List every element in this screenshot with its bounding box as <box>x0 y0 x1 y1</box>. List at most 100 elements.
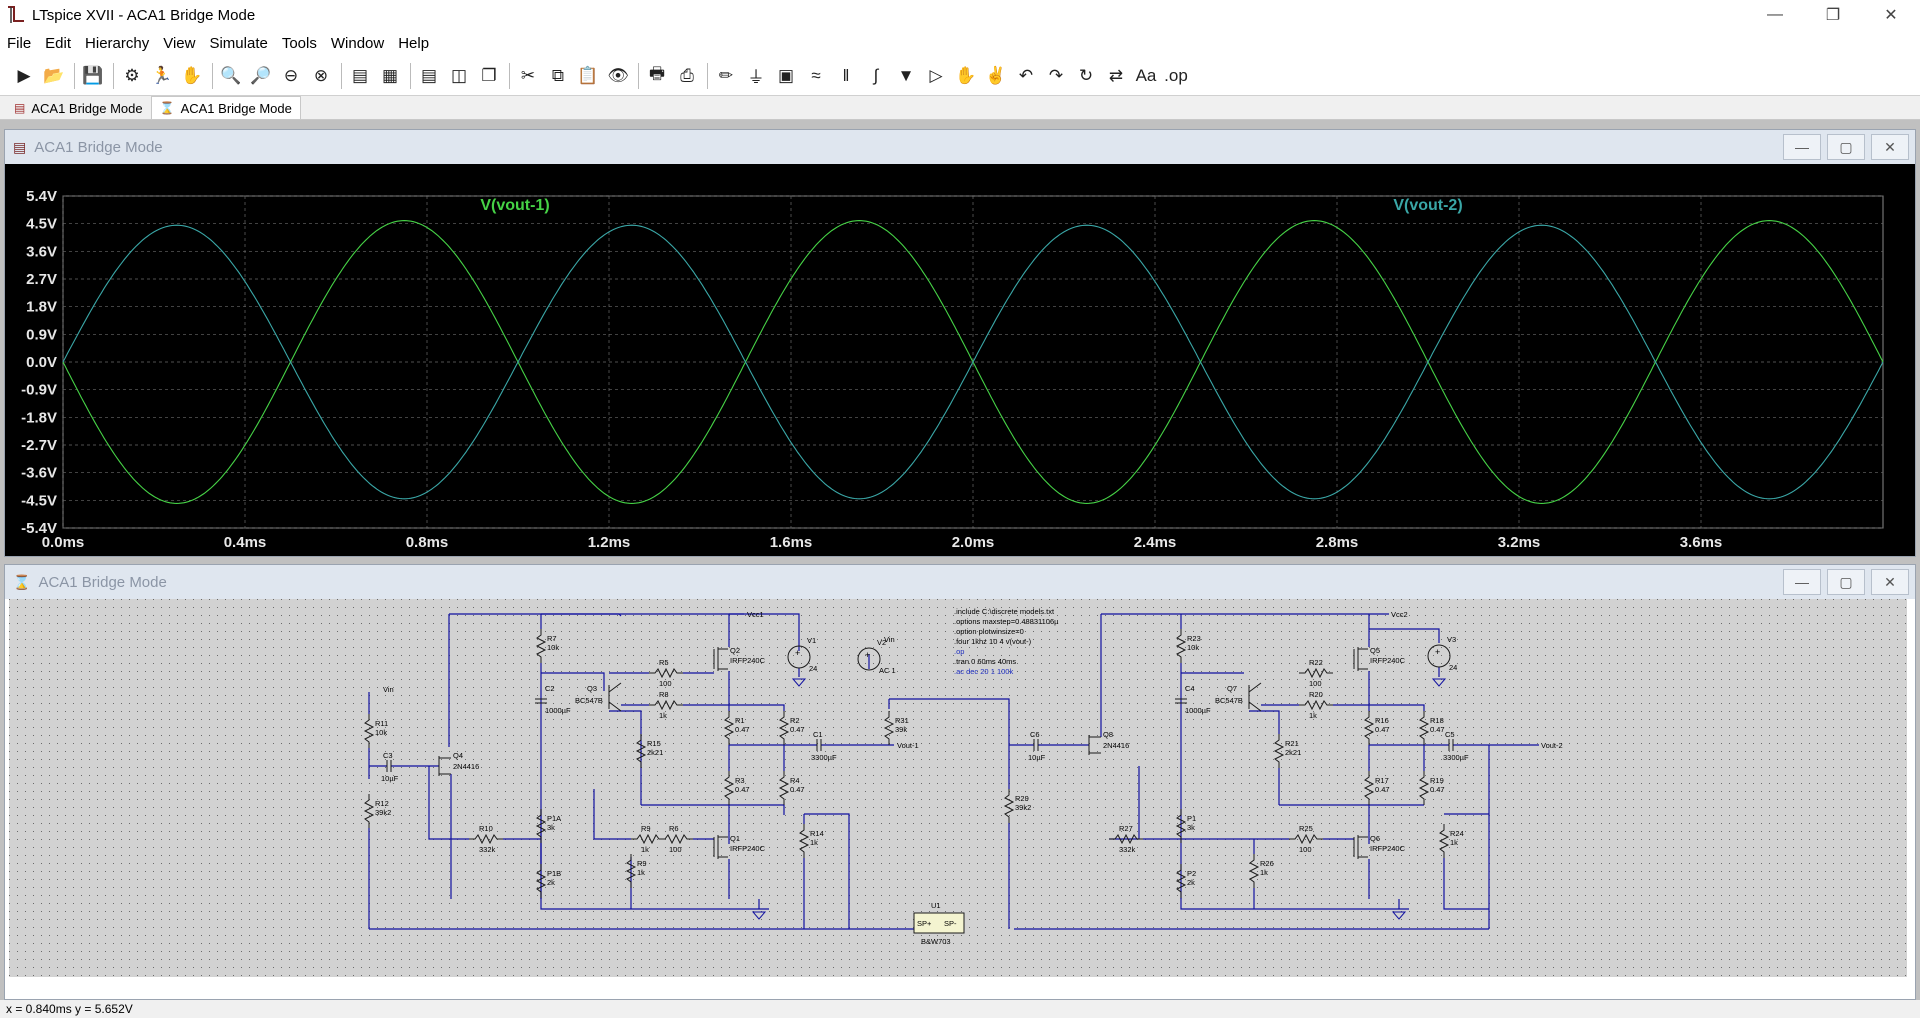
child-close-button[interactable]: ✕ <box>1871 134 1909 160</box>
tab-schematic[interactable]: ⌛ ACA1 Bridge Mode <box>150 96 301 119</box>
redo-icon[interactable]: ↷ <box>1048 65 1064 85</box>
child-maximize-button[interactable]: ▢ <box>1827 569 1865 595</box>
capacitor-icon[interactable]: ‖ <box>842 65 850 85</box>
schematic-label-r4: R4 <box>790 776 800 785</box>
spice-directive[interactable]: .four 1khz 10 4 v(vout-) <box>954 637 1032 646</box>
spice-directive[interactable]: .ac dec 20 1 100k <box>954 667 1013 676</box>
zoom-fit-icon[interactable]: ⊗ <box>313 65 329 85</box>
wire <box>541 672 605 691</box>
schematic-label-r4v: 0.47 <box>790 785 805 794</box>
text-icon[interactable]: Aa <box>1135 65 1157 85</box>
schematic-label-c1: C1 <box>813 730 823 739</box>
resistor-r12 <box>363 794 375 828</box>
zoom-in-icon[interactable]: 🔍 <box>220 65 242 85</box>
schematic-label-r15: R15 <box>647 739 661 748</box>
schematic-label-q1v: IRFP240C <box>730 844 766 853</box>
schematic-label-r1: R1 <box>735 716 745 725</box>
menu-hierarchy[interactable]: Hierarchy <box>85 34 150 52</box>
mirror-icon[interactable]: ⇄ <box>1108 65 1124 85</box>
grid-icon[interactable]: ▦ <box>381 65 399 85</box>
schematic-label-r1v: 0.47 <box>735 725 750 734</box>
schematic-label-r12: R12 <box>375 799 389 808</box>
resistor-r21 <box>1273 734 1285 768</box>
series-line-V(vout-2)[interactable] <box>62 224 1884 500</box>
schematic-label-r16v: 0.47 <box>1375 725 1390 734</box>
menu-help[interactable]: Help <box>398 34 430 52</box>
control-panel-icon[interactable]: ⚙ <box>124 65 140 85</box>
new-schematic-icon[interactable]: ▶ <box>17 65 31 85</box>
inductor-icon[interactable]: ∫ <box>873 65 879 85</box>
child-maximize-button[interactable]: ▢ <box>1827 134 1865 160</box>
menu-file[interactable]: File <box>7 34 32 52</box>
spice-directive[interactable]: .options maxstep=0.48831106µ <box>954 617 1059 626</box>
schematic-label-r9: R9 <box>637 859 647 868</box>
close-button[interactable]: ✕ <box>1884 7 1898 24</box>
schematic-label-q2v: IRFP240C <box>730 656 766 665</box>
tile-vertical-icon[interactable]: ◫ <box>450 65 468 85</box>
drag-hand-icon[interactable]: ✌ <box>985 65 1007 85</box>
cut-icon[interactable]: ✂ <box>520 65 536 85</box>
schematic-label-r5v: 100 <box>659 679 672 688</box>
spice-directive-icon[interactable]: .op <box>1164 65 1188 85</box>
run-icon[interactable]: 🏃 <box>151 65 173 85</box>
zoom-out-icon[interactable]: ⊖ <box>283 65 299 85</box>
spice-directive[interactable]: .tran 0 60ms 40ms <box>954 657 1016 666</box>
schematic-label-r24: R24 <box>1450 829 1464 838</box>
menu-tools[interactable]: Tools <box>281 34 317 52</box>
child-close-button[interactable]: ✕ <box>1871 569 1909 595</box>
undo-icon[interactable]: ↶ <box>1018 65 1034 85</box>
trace-label[interactable]: V(vout-1) <box>480 197 549 214</box>
schematic-label-r19v: 0.47 <box>1430 785 1445 794</box>
menu-edit[interactable]: Edit <box>45 34 72 52</box>
schematic-label-r10v: 332k <box>479 845 496 854</box>
menu-view[interactable]: View <box>163 34 196 52</box>
schematic-label-r12v: 39k2 <box>375 808 391 817</box>
spice-directive[interactable]: .op <box>954 647 964 656</box>
restore-button[interactable]: ❐ <box>1825 7 1841 24</box>
tab-label: ACA1 Bridge Mode <box>180 100 292 116</box>
cascade-icon[interactable]: ❐ <box>481 65 497 85</box>
pan-hand-icon[interactable]: ✋ <box>181 65 203 85</box>
menu-simulate[interactable]: Simulate <box>209 34 268 52</box>
toolbar: ▶ 📂 💾 ⚙ 🏃 ✋ 🔍 🔎 ⊖ ⊗ ▤ ▦ ▤ ◫ ❐ ✂ ⧉ 📋 👁 🖶 … <box>0 56 1920 96</box>
x-tick-label: 0.8ms <box>406 534 449 551</box>
resistor-p1 <box>1175 809 1187 843</box>
print-icon[interactable]: ⎙ <box>680 65 694 85</box>
minimize-button[interactable]: — <box>1767 6 1783 23</box>
child-minimize-button[interactable]: — <box>1783 569 1821 595</box>
save-icon[interactable]: 💾 <box>82 65 104 85</box>
child-minimize-button[interactable]: — <box>1783 134 1821 160</box>
trace-label[interactable]: V(vout-2) <box>1393 197 1462 214</box>
y-tick-label: -4.5V <box>21 492 57 509</box>
open-folder-icon[interactable]: 📂 <box>43 65 65 85</box>
schematic-label-q6v: IRFP240C <box>1370 844 1406 853</box>
spice-directive[interactable]: .include C:\discrete models.txt <box>954 607 1055 616</box>
ground-icon[interactable]: ⏚ <box>747 68 765 87</box>
diode-icon[interactable]: ▼ <box>897 65 915 85</box>
waveform-plot[interactable]: 5.4V4.5V3.6V2.7V1.8V0.9V0.0V-0.9V-1.8V-2… <box>5 164 1915 556</box>
component-icon[interactable]: ▷ <box>929 65 943 85</box>
paste-icon[interactable]: 📋 <box>577 65 599 85</box>
schematic-label-spp: SP+ <box>917 919 932 928</box>
menu-window[interactable]: Window <box>330 34 385 52</box>
schematic-label-c6: C6 <box>1030 730 1040 739</box>
zoom-area-icon[interactable]: 🔎 <box>250 65 272 85</box>
copy-icon[interactable]: ⧉ <box>551 65 565 85</box>
speaker-u1 <box>913 912 965 934</box>
resistor-icon[interactable]: ≈ <box>811 65 821 85</box>
wire <box>1249 710 1280 734</box>
tab-waveform[interactable]: ▤ ACA1 Bridge Mode <box>6 97 151 119</box>
print-preview-icon[interactable]: 🖶 <box>648 64 666 83</box>
move-hand-icon[interactable]: ✋ <box>955 65 977 85</box>
draw-wire-icon[interactable]: ✏ <box>718 65 734 85</box>
schematic-canvas[interactable]: +++ Vcc1R710kC21000µFQ3BC547BR5100Q2IRFP… <box>9 599 1919 977</box>
schematic-label-q5: Q5 <box>1370 646 1380 655</box>
spice-directive[interactable]: .option plotwinsize=0 <box>954 627 1024 636</box>
rotate-icon[interactable]: ↻ <box>1078 65 1094 85</box>
schematic-label-r31v: 39k <box>895 725 907 734</box>
label-net-icon[interactable]: ▣ <box>777 65 795 85</box>
tile-horizontal-icon[interactable]: ▤ <box>420 65 438 85</box>
autorange-icon[interactable]: ▤ <box>351 65 369 85</box>
schematic-label-q6: Q6 <box>1370 834 1380 843</box>
find-icon[interactable]: 👁 <box>607 65 629 85</box>
